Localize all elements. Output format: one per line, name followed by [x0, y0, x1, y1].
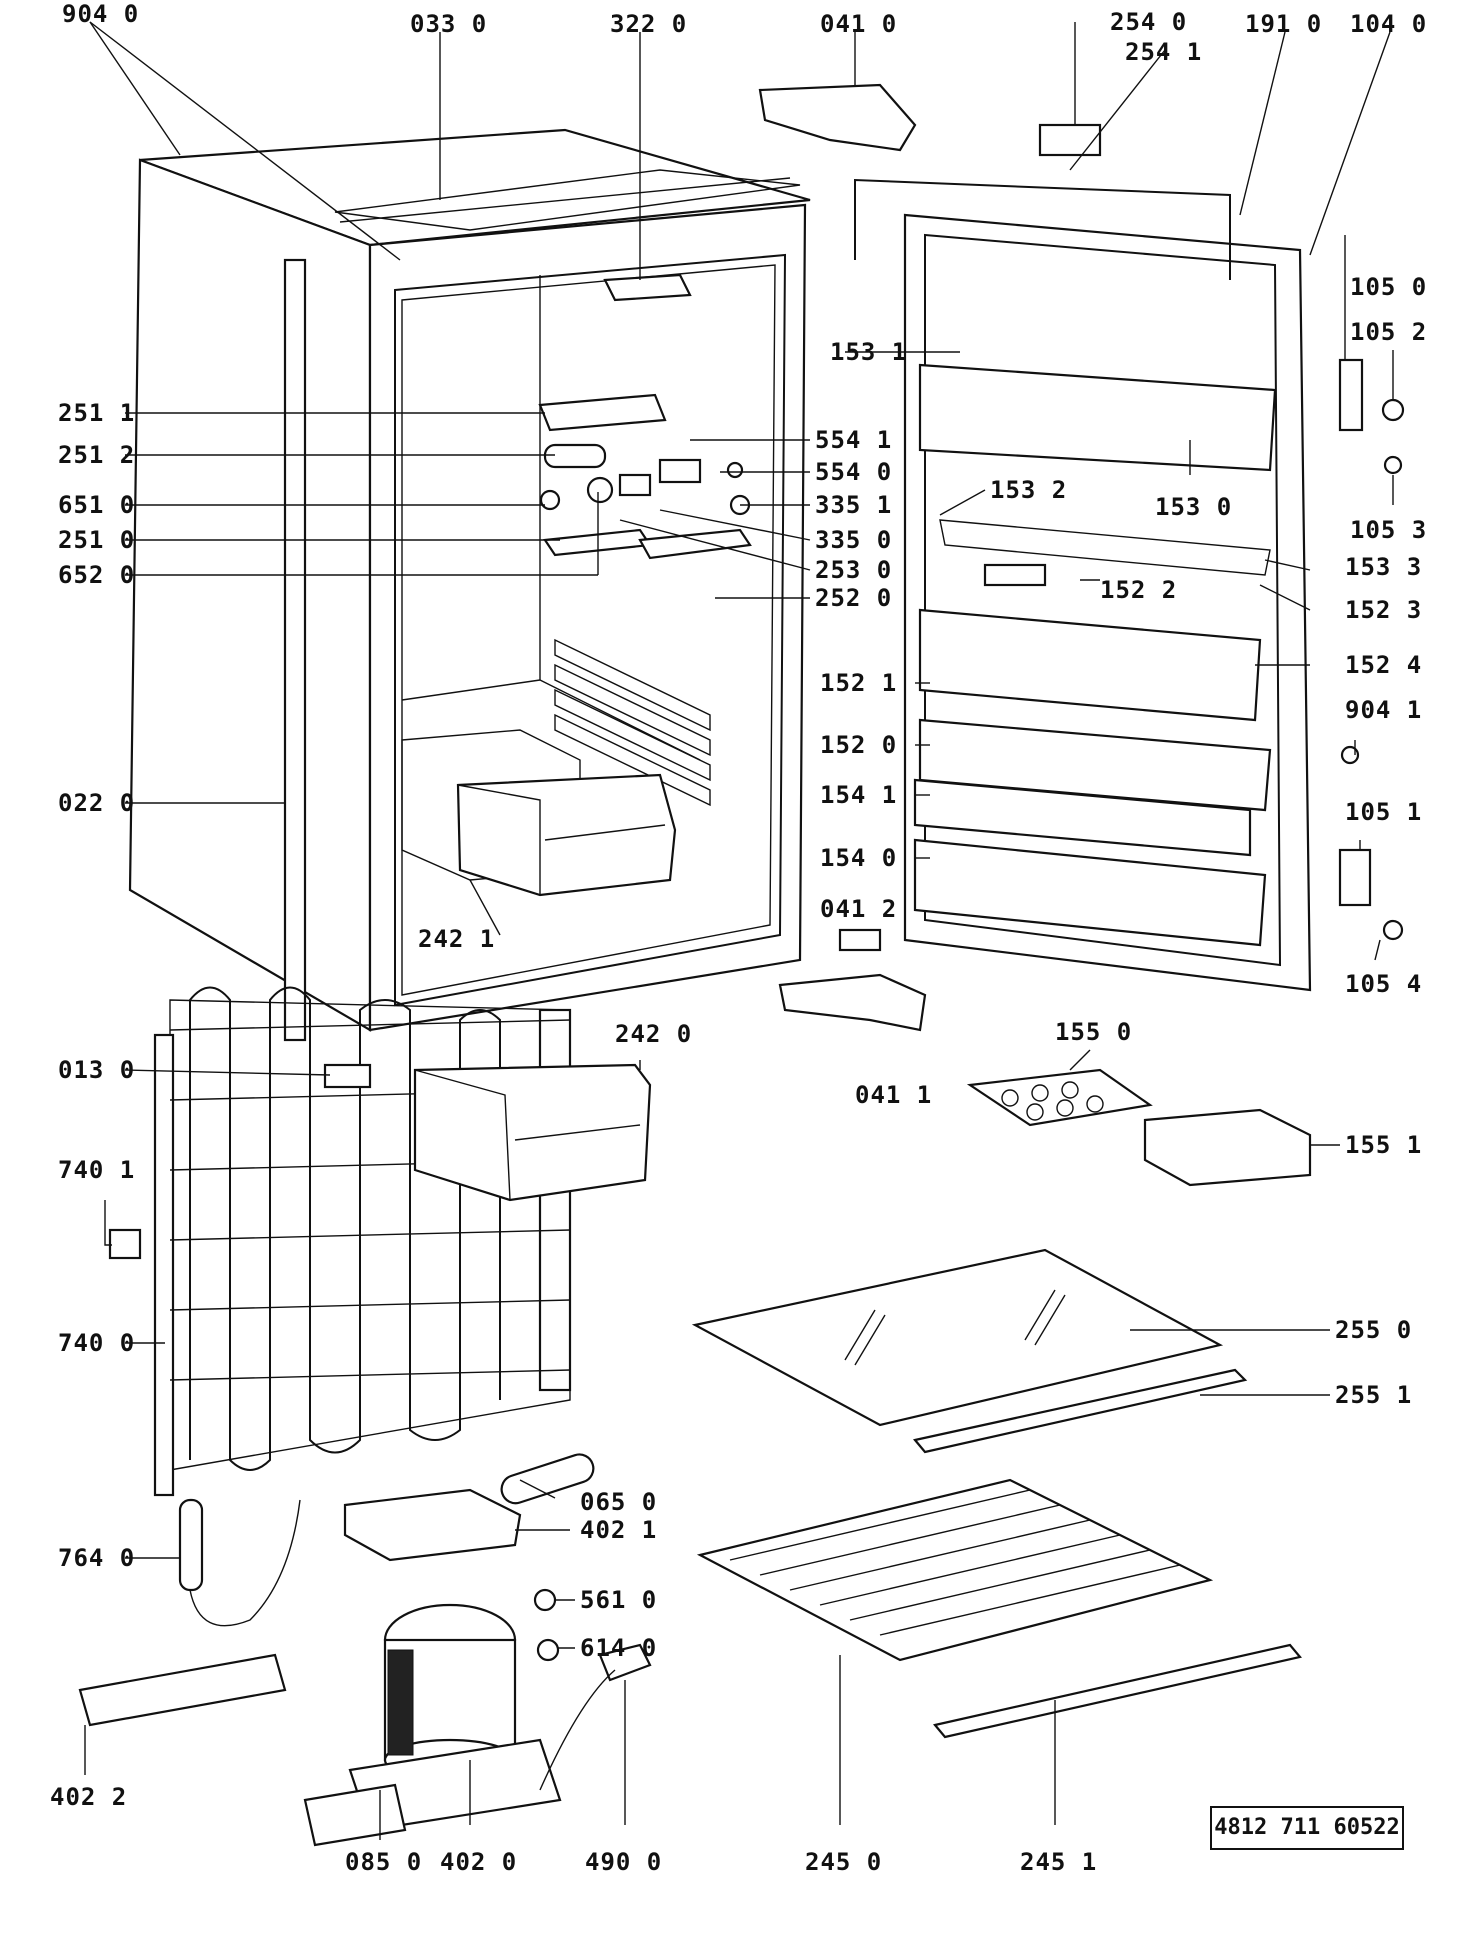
callout-6520: 652 0: [58, 561, 136, 589]
callout-1052: 105 2: [1350, 318, 1428, 346]
callout-2511: 251 1: [58, 399, 136, 427]
callout-4021: 402 1: [580, 1516, 658, 1544]
callout-6510: 651 0: [58, 491, 136, 519]
callout-2540: 254 0: [1110, 8, 1188, 36]
door-shelf-1530: [918, 363, 1277, 472]
part-1051: [1338, 848, 1372, 907]
callout-1531: 153 1: [830, 338, 908, 366]
callout-5610: 561 0: [580, 1586, 658, 1614]
callout-1053: 105 3: [1350, 516, 1428, 544]
callout-7400: 740 0: [58, 1329, 136, 1357]
callout-4900: 490 0: [585, 1848, 663, 1876]
callout-1520: 152 0: [820, 731, 898, 759]
callout-1532: 153 2: [990, 476, 1068, 504]
callout-2451: 245 1: [1020, 1848, 1098, 1876]
door-shelf-1524: [918, 608, 1262, 722]
shelf-rails: [554, 638, 711, 807]
callout-1522: 152 2: [1100, 576, 1178, 604]
callout-2520: 252 0: [815, 584, 893, 612]
egg-tray-1550: [966, 1068, 1153, 1127]
callout-1540: 154 0: [820, 844, 898, 872]
callout-3351: 335 1: [815, 491, 893, 519]
thermostat-controls: [538, 393, 752, 560]
callout-4020: 402 0: [440, 1848, 518, 1876]
callout-9041: 904 1: [1345, 696, 1423, 724]
callout-7401: 740 1: [58, 1156, 136, 1184]
callout-0410: 041 0: [820, 10, 898, 38]
callout-2510: 251 0: [58, 526, 136, 554]
condenser-grid: [108, 986, 572, 1497]
shelf-trim-2551: [912, 1368, 1248, 1454]
callout-2550: 255 0: [1335, 1316, 1413, 1344]
callout-1523: 152 3: [1345, 596, 1423, 624]
callout-2512: 251 2: [58, 441, 136, 469]
document-number-box: 4812 711 60522: [1210, 1806, 1404, 1850]
cabinet-body: [128, 128, 811, 1042]
hinge-0410: [758, 83, 917, 152]
callout-1040: 104 0: [1350, 10, 1428, 38]
callout-0130: 013 0: [58, 1056, 136, 1084]
door-shelf-1540: [913, 838, 1267, 947]
callout-0412: 041 2: [820, 895, 898, 923]
door-assembly: [854, 178, 1312, 992]
part-1050: [1338, 358, 1364, 432]
callout-2551: 255 1: [1335, 1381, 1413, 1409]
callout-0411: 041 1: [855, 1081, 933, 1109]
cap-2540: [1038, 123, 1102, 157]
callout-2421: 242 1: [418, 925, 496, 953]
callout-1521: 152 1: [820, 669, 898, 697]
callout-1533: 153 3: [1345, 553, 1423, 581]
callout-1050: 105 0: [1350, 273, 1428, 301]
callout-1054: 105 4: [1345, 970, 1423, 998]
hinge-cover-0412: [838, 928, 882, 952]
callout-3350: 335 0: [815, 526, 893, 554]
callout-1541: 154 1: [820, 781, 898, 809]
callout-2450: 245 0: [805, 1848, 883, 1876]
callout-9040: 904 0: [62, 0, 140, 28]
callout-1051: 105 1: [1345, 798, 1423, 826]
leader-lines: [84, 21, 1394, 1840]
callout-1530: 153 0: [1155, 493, 1233, 521]
callout-0650: 065 0: [580, 1488, 658, 1516]
callout-1551: 155 1: [1345, 1131, 1423, 1159]
compressor-assembly: [78, 1453, 652, 1847]
callout-2541: 254 1: [1125, 38, 1203, 66]
callout-1524: 152 4: [1345, 651, 1423, 679]
callout-1550: 155 0: [1055, 1018, 1133, 1046]
callout-1910: 191 0: [1245, 10, 1323, 38]
callout-0850: 085 0: [345, 1848, 423, 1876]
callout-5541: 554 1: [815, 426, 893, 454]
callout-4022: 402 2: [50, 1783, 128, 1811]
shelf-trim-2451: [933, 1643, 1302, 1739]
wire-shelf-2450: [696, 1478, 1214, 1662]
crisper-drawer-2420: [413, 1063, 652, 1202]
callout-3220: 322 0: [610, 10, 688, 38]
crisper-drawer-2421: [456, 773, 677, 897]
callout-7640: 764 0: [58, 1544, 136, 1572]
callout-6140: 614 0: [580, 1634, 658, 1662]
callout-0330: 033 0: [410, 10, 488, 38]
callout-2420: 242 0: [615, 1020, 693, 1048]
tray-1551: [1143, 1108, 1312, 1187]
callout-5540: 554 0: [815, 458, 893, 486]
hinge-0411: [778, 973, 927, 1032]
egg-tray-1541: [913, 778, 1252, 857]
callout-0220: 022 0: [58, 789, 136, 817]
callout-2530: 253 0: [815, 556, 893, 584]
glass-shelf-2550: [691, 1248, 1224, 1427]
